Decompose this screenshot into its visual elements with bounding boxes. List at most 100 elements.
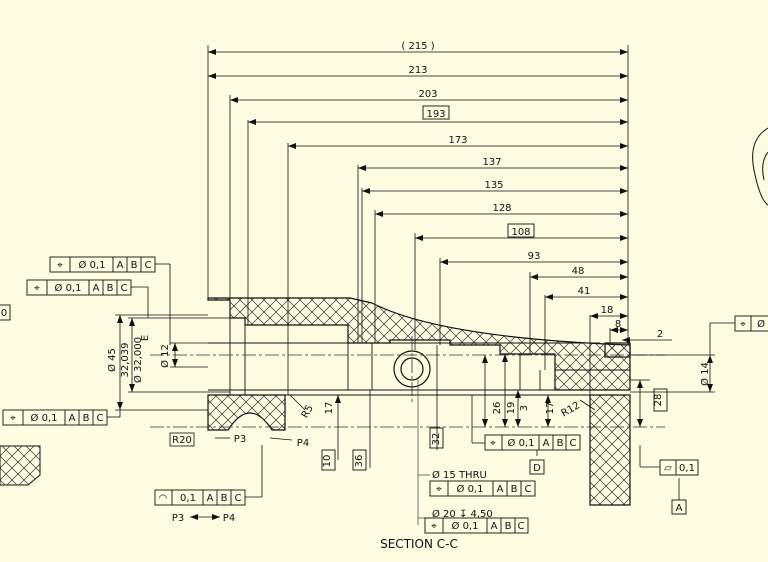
datum-a: A <box>671 499 687 515</box>
dim-2: 2 <box>657 329 663 340</box>
svg-text:0,1: 0,1 <box>180 493 196 504</box>
svg-text:B: B <box>557 438 564 449</box>
right-arm-section <box>589 394 631 506</box>
datum-d: D <box>529 459 545 475</box>
left-lower-section <box>207 394 286 431</box>
frame-leaders <box>107 263 735 500</box>
dim-10: 10 <box>322 455 333 468</box>
flatness-icon: ▱ <box>664 463 672 474</box>
position-symbol-icon: ⌖ <box>57 260 63 271</box>
position-symbol-icon: ⌖ <box>740 319 746 330</box>
hole-note-counterbore: Ø 20 ↧ 4,50 <box>432 508 493 520</box>
dim-32-000: Ø 32,000 <box>132 337 144 383</box>
profile-surface-icon: ◠ <box>159 493 168 504</box>
position-symbol-icon: ⌖ <box>436 484 442 495</box>
dim-17-left: 17 <box>324 402 335 415</box>
dim-135: 135 <box>484 180 503 191</box>
svg-text:Ø 0,1: Ø 0,1 <box>452 520 479 532</box>
svg-text:C: C <box>145 260 152 271</box>
dim-215: ( 215 ) <box>401 41 434 52</box>
vertical-dimensions <box>115 314 715 468</box>
hole-notes: Ø 15 THRU Ø 20 ↧ 4,50 <box>432 469 493 520</box>
dim-dia14: Ø 14 <box>699 362 711 386</box>
horizontal-dimensions <box>207 45 672 395</box>
dim-128: 128 <box>492 203 511 214</box>
dim-173: 173 <box>448 135 467 146</box>
dim-213: 213 <box>408 65 427 76</box>
dim-203: 203 <box>418 89 437 100</box>
svg-text:C: C <box>235 493 242 504</box>
dim-48: 48 <box>572 266 585 277</box>
point-p4: P4 <box>297 438 309 449</box>
svg-text:A: A <box>69 413 76 424</box>
dim-32-039: 32,039 <box>120 343 131 378</box>
point-p3-range-start: P3 <box>172 513 184 524</box>
svg-text:Ø 0,1: Ø 0,1 <box>55 282 82 294</box>
left-partial-view <box>0 445 41 486</box>
point-markers <box>190 437 293 520</box>
dim-36: 36 <box>354 455 365 468</box>
svg-text:A: A <box>207 493 214 504</box>
dim-193: 193 <box>426 109 445 120</box>
svg-text:B: B <box>83 413 90 424</box>
fcf-position-left: ⌖ Ø 0,1 A B C <box>2 409 108 426</box>
svg-text:D: D <box>533 463 541 474</box>
fcf-profile-surface: ◠ 0,1 A B C <box>154 489 246 506</box>
svg-text:0,1: 0,1 <box>679 463 695 474</box>
dim-3: 3 <box>519 405 530 411</box>
fcf-position-right: ⌖ Ø <box>734 315 768 332</box>
dim-41: 41 <box>578 286 591 297</box>
part-section <box>207 297 631 506</box>
dim-108: 108 <box>511 227 530 238</box>
svg-text:B: B <box>511 484 518 495</box>
position-symbol-icon: ⌖ <box>490 438 496 449</box>
right-flange-section <box>604 342 631 358</box>
vertical-dim-texts: Ø 45 32,039 Ø 32,000 Ø 12 E 17 26 19 3 1… <box>106 335 711 468</box>
svg-text:B: B <box>131 260 138 271</box>
section-label: SECTION C-C <box>380 537 458 551</box>
svg-text:0: 0 <box>1 308 7 319</box>
svg-text:B: B <box>221 493 228 504</box>
svg-text:Ø 0,1: Ø 0,1 <box>508 437 535 449</box>
fcf-flatness: ▱ 0,1 <box>659 459 699 476</box>
svg-text:C: C <box>518 521 525 532</box>
envelope-symbol: E <box>140 335 151 341</box>
radius-r20: R20 <box>172 435 192 446</box>
fcf-left-edge: 0 <box>0 304 11 321</box>
dim-dia12: Ø 12 <box>159 344 171 368</box>
dim-18: 18 <box>601 305 614 316</box>
dim-dia45: Ø 45 <box>106 348 118 372</box>
radius-r5: R5 <box>300 403 316 420</box>
fcf-position-top2: ⌖ Ø 0,1 A B C <box>26 279 132 296</box>
svg-text:A: A <box>676 503 683 514</box>
position-symbol-icon: ⌖ <box>10 413 16 424</box>
point-p4-range-end: P4 <box>223 513 235 524</box>
dim-17-right: 17 <box>545 402 556 415</box>
fcf-position-top1: ⌖ Ø 0,1 A B C <box>49 256 156 273</box>
svg-text:Ø 0,1: Ø 0,1 <box>79 259 106 271</box>
dim-26: 26 <box>492 402 503 415</box>
cross-hole-inner <box>400 357 424 381</box>
fcf-position-counterbore: ⌖ Ø 0,1 A B C <box>424 517 529 534</box>
radius-r12: R12 <box>559 400 582 419</box>
svg-text:A: A <box>497 484 504 495</box>
svg-text:C: C <box>570 438 577 449</box>
svg-text:A: A <box>491 521 498 532</box>
radius-leaders <box>169 394 596 447</box>
fcf-position-mid: ⌖ Ø 0,1 A B C <box>484 434 581 451</box>
horizontal-dim-texts: ( 215 ) 213 203 193 173 137 135 128 108 … <box>401 41 663 340</box>
vertical-basic-boxes <box>321 388 668 471</box>
dim-32: 32 <box>431 433 442 446</box>
svg-text:B: B <box>505 521 512 532</box>
svg-text:C: C <box>525 484 532 495</box>
dim-137: 137 <box>482 157 501 168</box>
basic-dim-boxes <box>422 105 535 238</box>
svg-text:B: B <box>107 283 114 294</box>
position-symbol-icon: ⌖ <box>34 283 40 294</box>
hole-note-thru: Ø 15 THRU <box>432 469 487 481</box>
hole-note-leaders <box>417 380 430 525</box>
svg-text:A: A <box>117 260 124 271</box>
point-p3: P3 <box>234 434 246 445</box>
right-partial-view <box>752 127 768 206</box>
